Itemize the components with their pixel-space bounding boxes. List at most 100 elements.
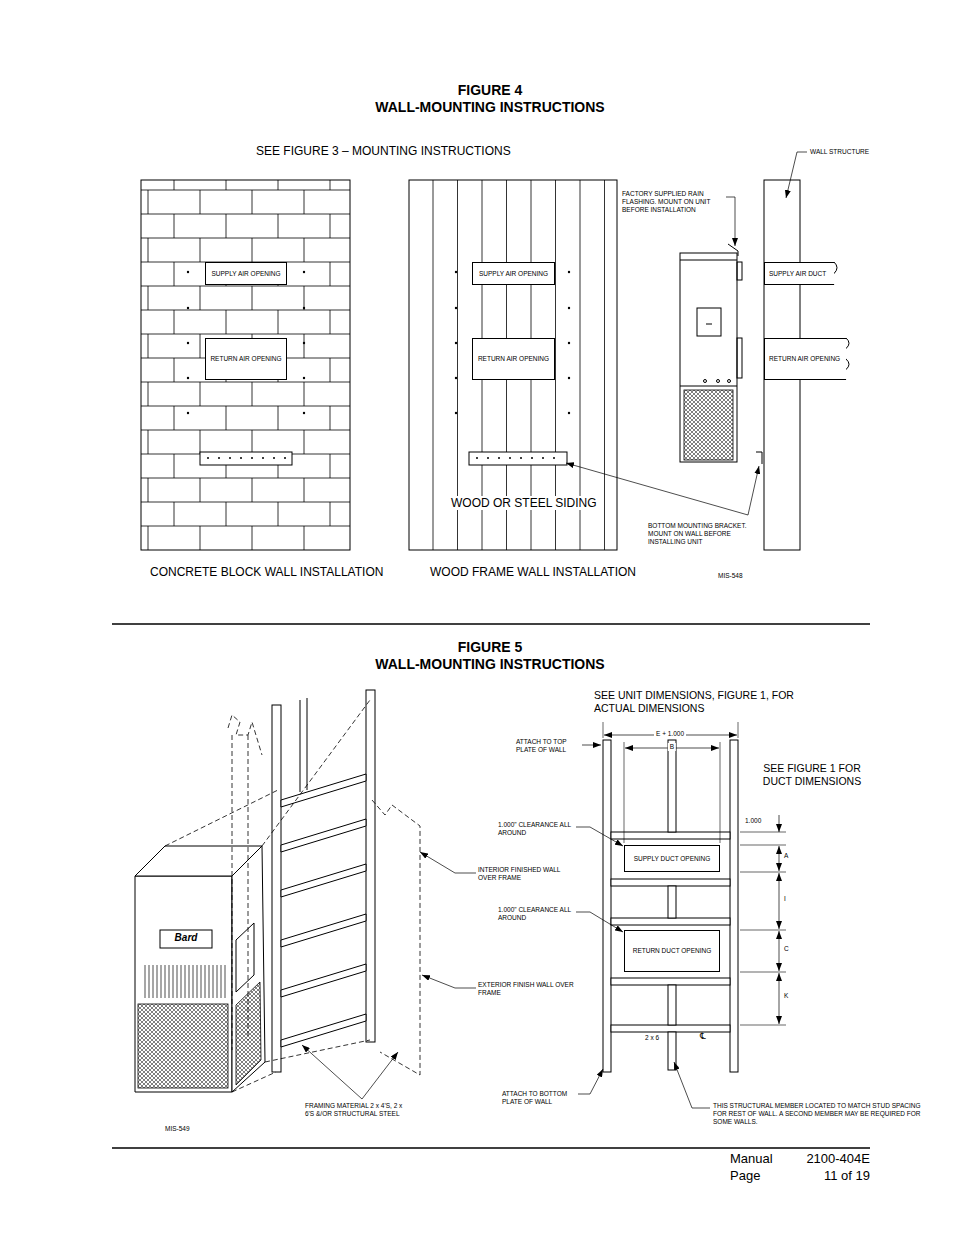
callout-label: FRAMING MATERIAL 2 x 4'S, 2 x 6'S &/OR S…	[305, 1102, 405, 1118]
louver-slat	[197, 965, 198, 998]
block-joint	[174, 310, 175, 334]
block-joint	[252, 238, 253, 262]
callout-label: THIS STRUCTURAL MEMBER LOCATED TO MATCH …	[713, 1102, 928, 1125]
block-wall-outline	[141, 180, 350, 550]
header-rail	[611, 978, 730, 985]
wall-opening: SUPPLY AIR OPENING	[205, 262, 287, 285]
projection-line	[232, 1072, 276, 1092]
unit-front-face	[135, 876, 232, 1092]
dimension-label: E + 1.000	[654, 730, 686, 738]
block-joint	[278, 406, 279, 430]
louver-slat	[193, 965, 194, 998]
extension-line	[740, 1025, 786, 1026]
louver-slat	[217, 965, 218, 998]
block-joint	[174, 214, 175, 238]
block-joint	[252, 190, 253, 214]
fastener-dot	[520, 457, 522, 459]
opening-label: RETURN DUCT OPENING	[633, 947, 712, 955]
leader-line	[582, 745, 601, 746]
fastener-dot	[568, 342, 570, 344]
dimension-label: B	[668, 743, 676, 751]
louver-slat	[169, 965, 170, 998]
opening-label: SUPPLY AIR DUCT	[769, 270, 826, 278]
projection-line	[165, 790, 278, 846]
block-joint	[330, 502, 331, 526]
block-joint	[148, 382, 149, 406]
louver-slat	[173, 965, 174, 998]
block-joint	[200, 334, 201, 358]
frame-rail	[281, 819, 366, 852]
block-joint	[174, 180, 175, 190]
fastener-dot	[509, 457, 511, 459]
callout-label: FACTORY SUPPLIED RAIN FLASHING. MOUNT ON…	[622, 190, 728, 213]
block-joint	[252, 526, 253, 550]
fastener-dot	[542, 457, 544, 459]
louver-slat	[181, 965, 182, 998]
header-rail	[611, 918, 730, 925]
block-course-line	[141, 382, 350, 383]
block-joint	[148, 190, 149, 214]
brand-logo: Bard	[175, 932, 198, 944]
extension-line	[720, 742, 721, 843]
block-joint	[174, 454, 175, 478]
interior-wall-edge	[232, 735, 233, 1050]
dimension-label: I	[784, 895, 786, 903]
frame-post	[272, 705, 281, 1072]
louver-slat	[161, 965, 162, 998]
callout-label: ATTACH TO BOTTOM PLATE OF WALL	[502, 1090, 576, 1106]
fastener-dot	[229, 457, 231, 459]
duct-opening: SUPPLY DUCT OPENING	[624, 845, 720, 872]
footer-rule	[112, 1147, 870, 1149]
leader-line	[578, 1069, 603, 1094]
fastener-dot	[531, 457, 533, 459]
leader-line	[422, 975, 476, 988]
block-joint	[304, 286, 305, 310]
figure-title: WALL-MOUNTING INSTRUCTIONS	[375, 99, 604, 116]
figure-number: FIGURE 5	[458, 639, 523, 656]
opening-label: SUPPLY AIR OPENING	[479, 270, 548, 278]
fastener-dot	[303, 377, 305, 379]
block-joint	[304, 382, 305, 406]
fastener-dot	[187, 271, 189, 273]
front-grille	[138, 1004, 228, 1088]
figure-title: WALL-MOUNTING INSTRUCTIONS	[375, 656, 604, 673]
extension-line	[603, 722, 604, 738]
wood-frame-wall: SUPPLY AIR OPENINGRETURN AIR OPENINGWOOD…	[409, 180, 617, 550]
block-joint	[330, 262, 331, 286]
frame-stud	[307, 698, 308, 790]
projection-line	[262, 700, 370, 846]
drawing-number: MIS-548	[718, 572, 743, 580]
unit-side-face	[232, 846, 265, 1092]
panel-mark	[706, 324, 712, 325]
louver-slat	[189, 965, 190, 998]
block-course-line	[141, 478, 350, 479]
block-joint	[148, 238, 149, 262]
panel-seam	[680, 386, 737, 387]
figure-number: FIGURE 4	[458, 82, 523, 99]
middle-stud	[668, 886, 676, 918]
frame-rail	[281, 964, 366, 997]
block-joint	[174, 406, 175, 430]
siding-seam	[580, 180, 581, 550]
block-course-line	[141, 310, 350, 311]
block-joint	[278, 180, 279, 190]
louver-slat	[209, 965, 210, 998]
dimension-line	[779, 873, 780, 929]
siding-seam	[555, 180, 556, 550]
footer-text: 11 of 19	[824, 1168, 870, 1184]
leader-line	[786, 152, 807, 198]
cross-reference-note: SEE FIGURE 3 – MOUNTING INSTRUCTIONS	[256, 144, 511, 158]
unit-side-view	[680, 253, 737, 462]
callout-label: INTERIOR FINISHED WALL OVER FRAME	[478, 866, 578, 882]
duct-collar	[737, 338, 742, 378]
fastener-dot	[187, 307, 189, 309]
fastener-dot	[218, 457, 220, 459]
dimension-line	[779, 846, 780, 871]
siding-seam	[433, 180, 434, 550]
block-joint	[200, 478, 201, 502]
block-joint	[304, 238, 305, 262]
block-joint	[304, 478, 305, 502]
interior-wall-break	[228, 715, 262, 755]
block-course-line	[141, 334, 350, 335]
louver-slat	[213, 965, 214, 998]
